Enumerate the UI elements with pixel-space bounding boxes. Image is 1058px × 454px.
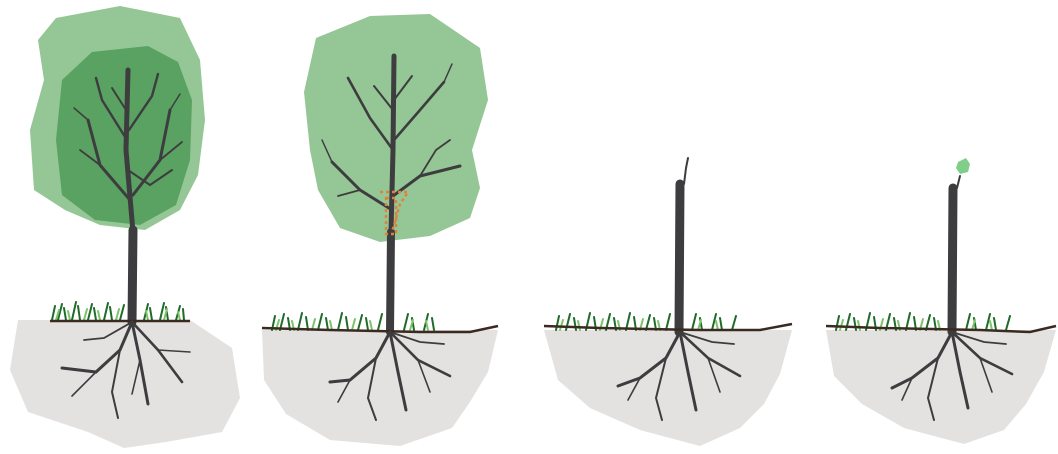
panel-1	[10, 6, 240, 448]
trunk	[952, 176, 960, 332]
trunk	[679, 158, 688, 332]
panel-4	[826, 158, 1056, 444]
grass	[52, 302, 184, 320]
soil-mass	[544, 330, 792, 446]
grass	[272, 313, 434, 330]
panel-2	[262, 14, 498, 446]
sprout-icon	[956, 158, 970, 174]
panel-3	[544, 158, 792, 446]
soil-mass	[826, 330, 1056, 444]
soil-mass	[262, 330, 498, 446]
